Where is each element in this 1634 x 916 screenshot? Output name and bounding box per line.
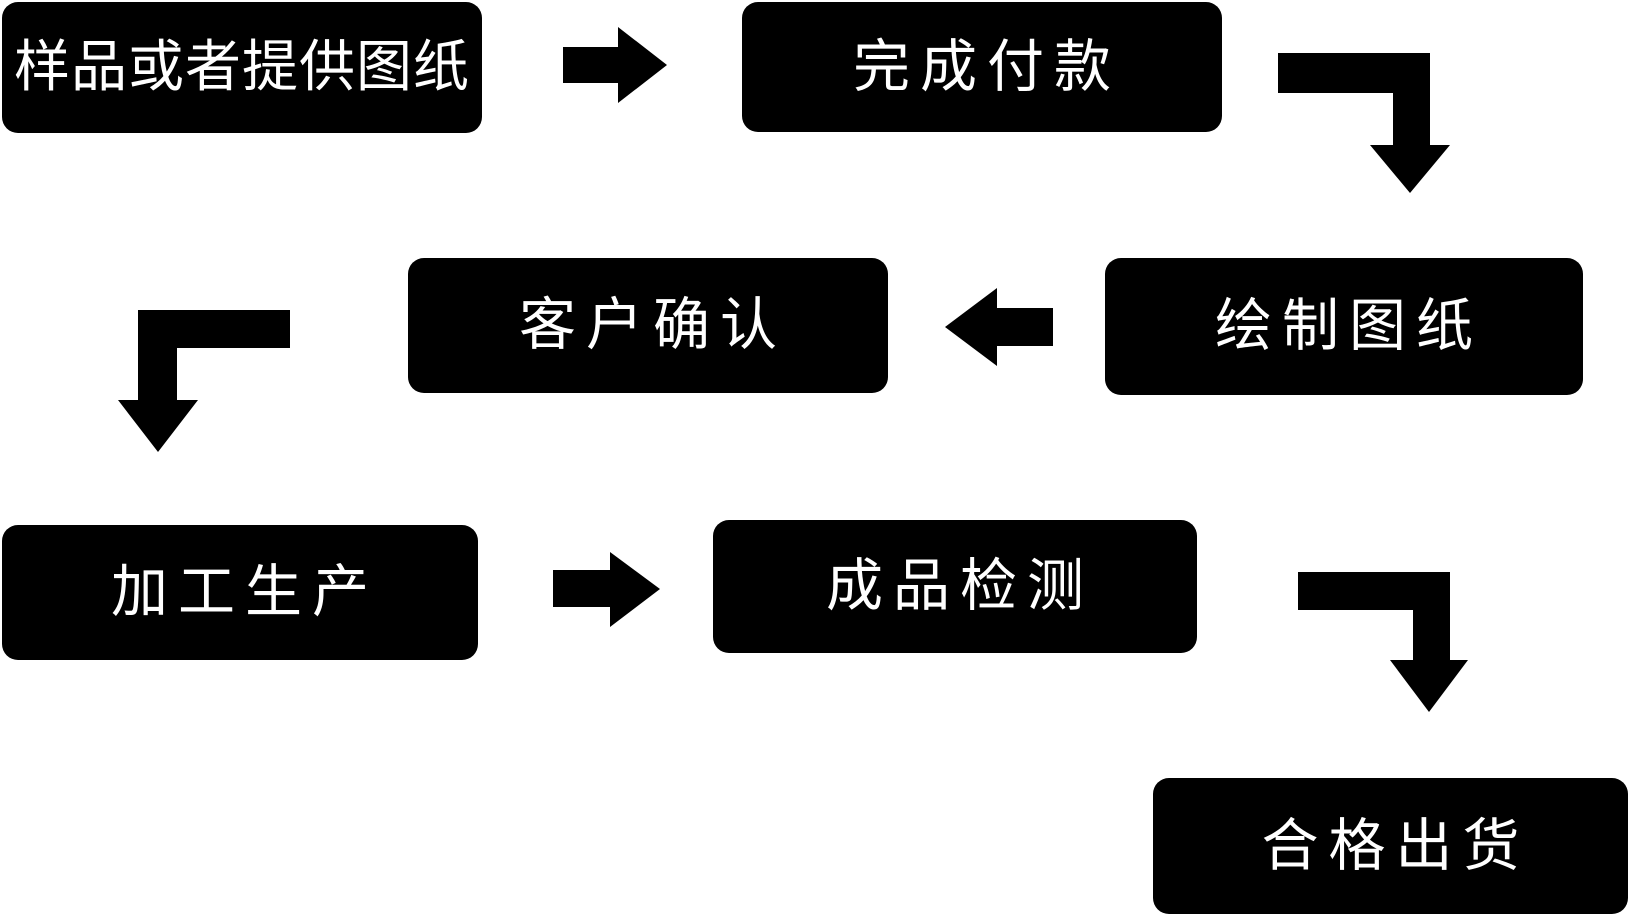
flow-node-payment: 完成付款 [742,2,1222,132]
arrow-elbow-right-down-icon [1278,53,1450,193]
arrow-elbow-left-down-icon [118,310,290,452]
arrow-elbow-right-down-icon [1298,572,1468,712]
flow-node-shipment: 合格出货 [1153,778,1628,914]
flow-node-label: 客户确认 [519,292,787,358]
flow-node-inspection: 成品检测 [713,520,1197,653]
flow-node-label: 样品或者提供图纸 [14,34,470,100]
flow-node-label: 合格出货 [1261,812,1530,879]
arrow-left-icon [945,288,1053,366]
flow-node-label: 加工生产 [111,559,379,625]
flow-node-customer-confirm: 客户确认 [408,258,888,393]
flow-node-draw-drawings: 绘制图纸 [1105,258,1583,395]
flow-node-production: 加工生产 [2,525,478,660]
arrow-right-icon [563,27,667,103]
flow-node-label: 完成付款 [853,33,1121,100]
flow-node-sample-or-drawing: 样品或者提供图纸 [2,2,482,133]
flow-node-label: 成品检测 [826,553,1094,619]
arrow-right-icon [553,552,660,627]
flow-node-label: 绘制图纸 [1215,293,1483,359]
